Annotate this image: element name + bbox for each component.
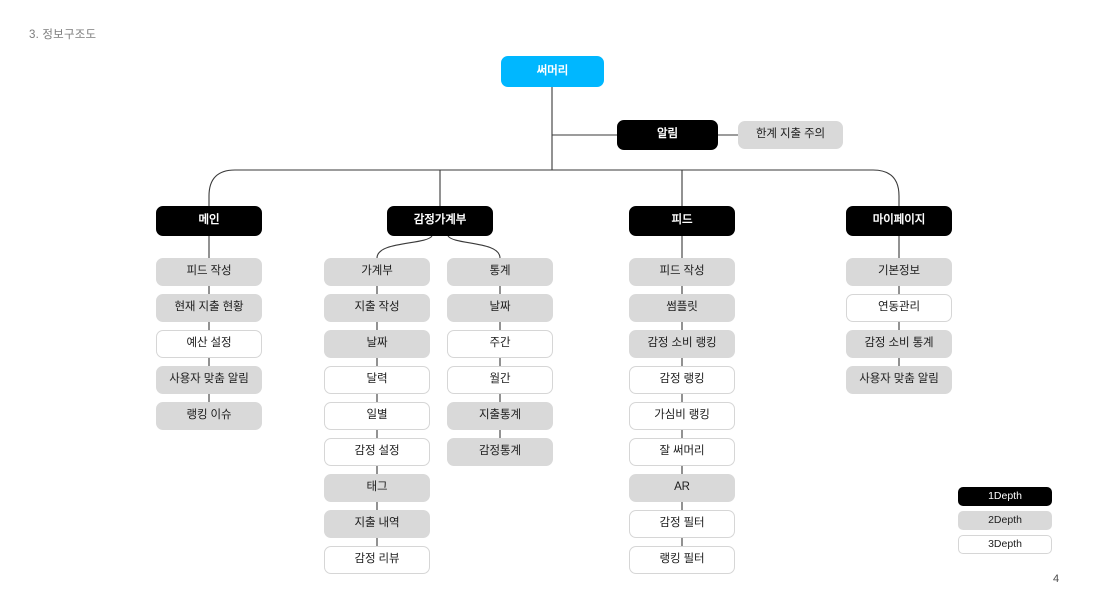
node-label: AR bbox=[674, 481, 690, 494]
node-label: 지출 작성 bbox=[354, 301, 400, 314]
node-emotion-ledger-c0-가계부[interactable]: 가계부 bbox=[324, 258, 430, 286]
node-label: 피드 작성 bbox=[659, 265, 705, 278]
node-label: 감정 설정 bbox=[354, 445, 400, 458]
node-label: 지출 내역 bbox=[354, 517, 400, 530]
node-label: 잘 써머리 bbox=[659, 445, 705, 458]
node-emotion-ledger-c1-감정통계[interactable]: 감정통계 bbox=[447, 438, 553, 466]
page-number: 4 bbox=[1053, 573, 1060, 585]
node-main-c0-사용자-맞춤-알림[interactable]: 사용자 맞춤 알림 bbox=[156, 366, 262, 394]
node-label: 태그 bbox=[366, 481, 388, 494]
node-feed-c0-썸플릿[interactable]: 썸플릿 bbox=[629, 294, 735, 322]
node-label: 썸플릿 bbox=[666, 301, 698, 314]
node-mypage-c0-감정-소비-통계[interactable]: 감정 소비 통계 bbox=[846, 330, 952, 358]
node-label: 가심비 랭킹 bbox=[654, 409, 710, 422]
node-main-c0-예산-설정[interactable]: 예산 설정 bbox=[156, 330, 262, 358]
node-label: 랭킹 이슈 bbox=[186, 409, 232, 422]
node-alert-child-한계-지출-주의[interactable]: 한계 지출 주의 bbox=[738, 121, 843, 149]
node-label: 감정 필터 bbox=[659, 517, 705, 530]
node-label: 랭킹 필터 bbox=[659, 553, 705, 566]
node-depth1-감정가계부[interactable]: 감정가계부 bbox=[387, 206, 493, 236]
node-main-c0-현재-지출-현황[interactable]: 현재 지출 현황 bbox=[156, 294, 262, 322]
node-label: 감정 소비 랭킹 bbox=[647, 337, 717, 350]
page-title: 3. 정보구조도 bbox=[29, 29, 97, 41]
node-label: 기본정보 bbox=[878, 265, 920, 278]
node-main-c0-랭킹-이슈[interactable]: 랭킹 이슈 bbox=[156, 402, 262, 430]
node-label: 피드 작성 bbox=[186, 265, 232, 278]
node-feed-c0-랭킹-필터[interactable]: 랭킹 필터 bbox=[629, 546, 735, 574]
node-label: 날짜 bbox=[489, 301, 511, 314]
node-label: 연동관리 bbox=[878, 301, 920, 314]
node-emotion-ledger-c1-날짜[interactable]: 날짜 bbox=[447, 294, 553, 322]
node-label: 감정 랭킹 bbox=[659, 373, 705, 386]
node-feed-c0-잘-써머리[interactable]: 잘 써머리 bbox=[629, 438, 735, 466]
node-label: 일별 bbox=[366, 409, 388, 422]
node-feed-c0-감정-필터[interactable]: 감정 필터 bbox=[629, 510, 735, 538]
node-main-c0-피드-작성[interactable]: 피드 작성 bbox=[156, 258, 262, 286]
node-label: 주간 bbox=[489, 337, 511, 350]
node-alert-알림[interactable]: 알림 bbox=[617, 120, 718, 150]
node-emotion-ledger-c1-주간[interactable]: 주간 bbox=[447, 330, 553, 358]
node-label: 예산 설정 bbox=[186, 337, 232, 350]
node-emotion-ledger-c1-월간[interactable]: 월간 bbox=[447, 366, 553, 394]
node-depth1-마이페이지[interactable]: 마이페이지 bbox=[846, 206, 952, 236]
node-label: 마이페이지 bbox=[872, 214, 926, 227]
node-label: 피드 bbox=[671, 214, 693, 227]
node-label: 감정 소비 통계 bbox=[864, 337, 934, 350]
node-emotion-ledger-c1-지출통계[interactable]: 지출통계 bbox=[447, 402, 553, 430]
node-feed-c0-감정-소비-랭킹[interactable]: 감정 소비 랭킹 bbox=[629, 330, 735, 358]
node-label: 통계 bbox=[489, 265, 511, 278]
node-label: 지출통계 bbox=[479, 409, 521, 422]
node-emotion-ledger-c0-달력[interactable]: 달력 bbox=[324, 366, 430, 394]
legend-item-3depth: 3Depth bbox=[958, 535, 1052, 554]
node-feed-c0-감정-랭킹[interactable]: 감정 랭킹 bbox=[629, 366, 735, 394]
root-node-써머리[interactable]: 써머리 bbox=[501, 56, 604, 87]
node-emotion-ledger-c0-날짜[interactable]: 날짜 bbox=[324, 330, 430, 358]
node-label: 써머리 bbox=[536, 64, 569, 77]
node-mypage-c0-기본정보[interactable]: 기본정보 bbox=[846, 258, 952, 286]
node-label: 감정 리뷰 bbox=[354, 553, 400, 566]
node-depth1-메인[interactable]: 메인 bbox=[156, 206, 262, 236]
node-label: 가계부 bbox=[361, 265, 393, 278]
node-emotion-ledger-c1-통계[interactable]: 통계 bbox=[447, 258, 553, 286]
node-label: 감정통계 bbox=[479, 445, 521, 458]
legend-label: 1Depth bbox=[988, 490, 1022, 503]
node-emotion-ledger-c0-일별[interactable]: 일별 bbox=[324, 402, 430, 430]
node-label: 감정가계부 bbox=[413, 214, 467, 227]
legend-item-2depth: 2Depth bbox=[958, 511, 1052, 530]
node-label: 현재 지출 현황 bbox=[174, 301, 244, 314]
node-label: 메인 bbox=[198, 214, 220, 227]
node-feed-c0-ar[interactable]: AR bbox=[629, 474, 735, 502]
node-label: 날짜 bbox=[366, 337, 388, 350]
node-emotion-ledger-c0-감정-설정[interactable]: 감정 설정 bbox=[324, 438, 430, 466]
node-emotion-ledger-c0-태그[interactable]: 태그 bbox=[324, 474, 430, 502]
node-feed-c0-가심비-랭킹[interactable]: 가심비 랭킹 bbox=[629, 402, 735, 430]
legend-label: 3Depth bbox=[988, 538, 1022, 551]
node-label: 월간 bbox=[489, 373, 511, 386]
node-label: 사용자 맞춤 알림 bbox=[859, 373, 939, 386]
node-depth1-피드[interactable]: 피드 bbox=[629, 206, 735, 236]
node-emotion-ledger-c0-지출-내역[interactable]: 지출 내역 bbox=[324, 510, 430, 538]
node-label: 한계 지출 주의 bbox=[755, 128, 826, 141]
node-emotion-ledger-c0-지출-작성[interactable]: 지출 작성 bbox=[324, 294, 430, 322]
node-emotion-ledger-c0-감정-리뷰[interactable]: 감정 리뷰 bbox=[324, 546, 430, 574]
node-label: 달력 bbox=[366, 373, 388, 386]
node-label: 알림 bbox=[657, 128, 678, 141]
node-feed-c0-피드-작성[interactable]: 피드 작성 bbox=[629, 258, 735, 286]
legend-item-1depth: 1Depth bbox=[958, 487, 1052, 506]
node-label: 사용자 맞춤 알림 bbox=[169, 373, 249, 386]
legend-label: 2Depth bbox=[988, 514, 1022, 527]
depth-legend: 1Depth 2Depth 3Depth bbox=[958, 487, 1052, 554]
node-mypage-c0-사용자-맞춤-알림[interactable]: 사용자 맞춤 알림 bbox=[846, 366, 952, 394]
node-mypage-c0-연동관리[interactable]: 연동관리 bbox=[846, 294, 952, 322]
